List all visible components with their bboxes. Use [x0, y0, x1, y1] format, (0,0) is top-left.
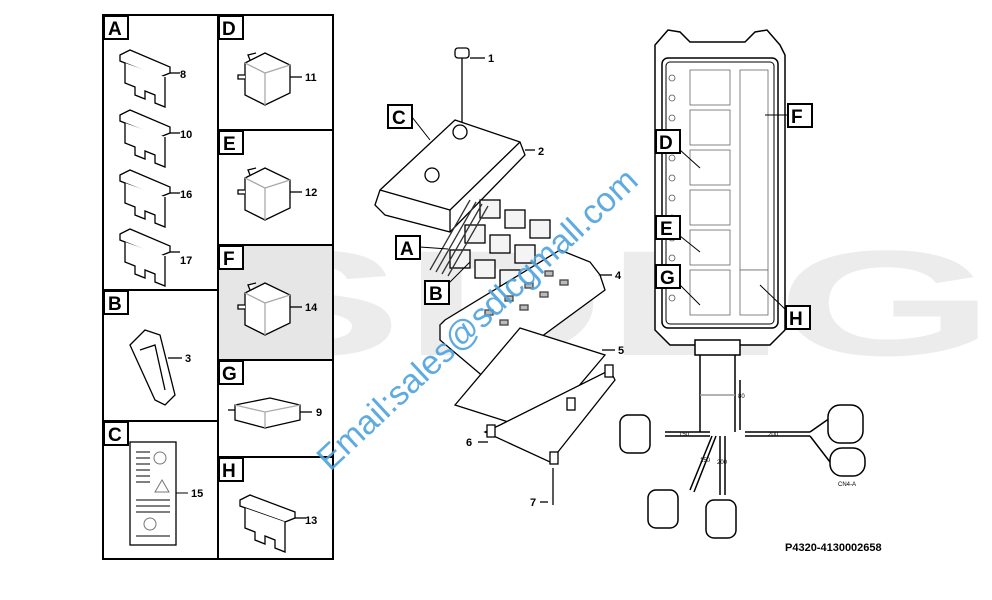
svg-text:200: 200: [768, 432, 779, 438]
svg-text:H: H: [789, 309, 803, 330]
svg-text:D: D: [659, 133, 673, 154]
svg-text:80: 80: [738, 394, 745, 400]
panel-b-label: B: [103, 290, 129, 315]
item-13: 13: [305, 515, 317, 527]
svg-text:150: 150: [700, 458, 711, 464]
callout-g: F: [765, 103, 813, 128]
fuse-box-assembly: [374, 47, 616, 505]
item-7: 7: [530, 497, 536, 509]
svg-text:B: B: [108, 294, 122, 315]
item-5: 5: [618, 345, 624, 357]
panel-c-label: C: [103, 421, 129, 446]
callout-h: H: [759, 284, 811, 330]
item-10: 10: [180, 129, 192, 141]
svg-text:A: A: [108, 19, 122, 40]
fuse-box-layout: [654, 29, 786, 356]
svg-text:C: C: [108, 425, 122, 446]
item-14: 14: [305, 302, 318, 314]
item-1: 1: [488, 53, 494, 65]
panel-f-label: F: [218, 245, 244, 270]
svg-text:H: H: [222, 461, 236, 482]
svg-text:F: F: [223, 249, 235, 270]
callout-b: B: [424, 261, 471, 305]
svg-text:200: 200: [717, 460, 728, 466]
svg-text:E: E: [223, 134, 236, 155]
svg-text:C: C: [392, 108, 406, 129]
panel-g-label: G: [218, 360, 244, 385]
label-sticker-icon: [129, 441, 188, 546]
relay-icons: [237, 52, 302, 336]
item-3: 3: [185, 353, 191, 365]
item-2: 2: [538, 146, 544, 158]
panel-d-label: D: [218, 15, 244, 40]
wire-harness: [619, 355, 866, 539]
item-12: 12: [305, 187, 317, 199]
item-11: 11: [305, 72, 317, 84]
callout-a: A: [395, 235, 449, 260]
part-number: P4320-4130002658: [785, 542, 882, 554]
svg-text:A: A: [400, 239, 414, 260]
callout-f: G: [655, 264, 701, 306]
svg-text:F: F: [791, 107, 803, 128]
diode-module-icon: [228, 397, 312, 429]
item-15: 15: [191, 488, 203, 500]
item-8: 8: [180, 69, 186, 81]
svg-text:E: E: [660, 219, 673, 240]
callout-e: E: [655, 215, 701, 253]
maxi-fuse-icon: [239, 494, 306, 553]
item-16: 16: [180, 189, 192, 201]
svg-text:150: 150: [679, 432, 690, 438]
svg-text:B: B: [429, 284, 443, 305]
background-logo: SDLG: [215, 219, 992, 387]
item-17: 17: [180, 255, 192, 267]
item-6: 6: [466, 437, 472, 449]
callout-c: C: [387, 104, 431, 141]
item-9: 9: [316, 407, 322, 419]
fuse-puller-icon: [129, 329, 182, 406]
wire-length-labels: 80 150 200 150 200 CN4-A: [679, 394, 856, 488]
panel-e-label: E: [218, 130, 244, 155]
svg-text:D: D: [222, 19, 236, 40]
callout-d: D: [655, 129, 701, 169]
svg-text:G: G: [222, 364, 237, 385]
svg-text:G: G: [660, 268, 675, 289]
panel-a-label: A: [103, 15, 129, 40]
panel-h-label: H: [218, 457, 244, 482]
item-4: 4: [615, 270, 622, 282]
connector-label: CN4-A: [838, 482, 856, 488]
fuse-icons: [119, 49, 180, 287]
